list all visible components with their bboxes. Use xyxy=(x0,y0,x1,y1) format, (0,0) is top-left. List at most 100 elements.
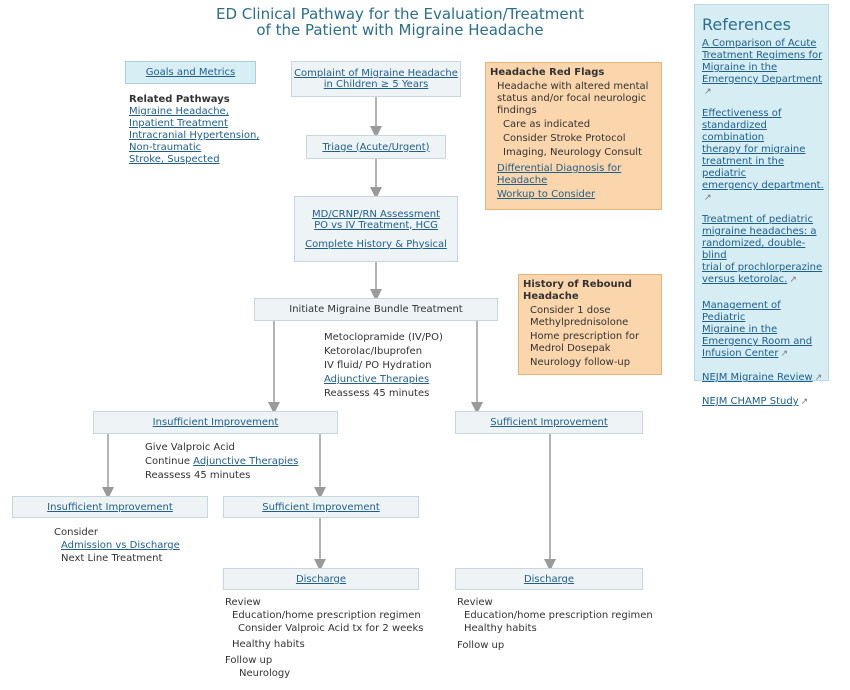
rebound-i3: Home prescription for xyxy=(530,331,640,342)
reference-4-l4-wrap[interactable]: Infusion Center↗ xyxy=(702,348,826,360)
rebound-content: History of Rebound Headache Consider 1 d… xyxy=(523,279,639,369)
goals-metrics-link[interactable]: Goals and Metrics xyxy=(145,67,236,78)
related-link-ih-l1[interactable]: Intracranial Hypertension, xyxy=(129,130,260,141)
review-right-followup: Follow up xyxy=(457,640,505,651)
assessment-box[interactable]: MD/CRNP/RN Assessment PO vs IV Treatment… xyxy=(294,196,458,262)
external-link-icon[interactable]: ↗ xyxy=(789,275,797,285)
review-left: Review Education/home prescription regim… xyxy=(225,596,423,680)
reference-4-l1[interactable]: Management of Pediatric xyxy=(702,300,781,323)
reference-4[interactable]: Management of Pediatric Migraine in the … xyxy=(702,300,826,360)
red-flags-p3: findings xyxy=(497,105,537,116)
differential-diagnosis-link-l2[interactable]: Headache xyxy=(497,175,548,186)
rebound-i5: Neurology follow-up xyxy=(530,357,631,368)
reference-3-l5-wrap[interactable]: versus ketorolac.↗ xyxy=(702,274,826,286)
complaint-box[interactable]: Complaint of Migraine Headache in Childr… xyxy=(291,61,461,97)
reference-6-link[interactable]: NEJM CHAMP Study xyxy=(702,396,799,407)
sufficient-improvement-box-2[interactable]: Sufficient Improvement xyxy=(223,496,419,518)
discharge-box-right[interactable]: Discharge xyxy=(455,568,643,590)
reference-2-l1[interactable]: Effectiveness of xyxy=(702,108,782,119)
discharge-box-left[interactable]: Discharge xyxy=(223,568,419,590)
reference-5[interactable]: NEJM Migraine Review↗ xyxy=(702,372,826,384)
next-line-treatment: Next Line Treatment xyxy=(61,553,163,564)
red-flags-panel: Headache Red Flags Headache with altered… xyxy=(485,62,662,210)
reference-3-l2[interactable]: migraine headaches: a xyxy=(702,226,817,237)
bundle-box: Initiate Migraine Bundle Treatment xyxy=(254,298,498,321)
reference-6[interactable]: NEJM CHAMP Study↗ xyxy=(702,396,826,408)
reference-3-l1[interactable]: Treatment of pediatric xyxy=(702,214,813,225)
review-right: Review Education/home prescription regim… xyxy=(457,596,653,652)
reference-1-l2[interactable]: Treatment Regimens for xyxy=(702,50,823,61)
reference-3-l3[interactable]: randomized, double-blind xyxy=(702,238,806,261)
insufficient-improvement-link[interactable]: Insufficient Improvement xyxy=(152,417,279,428)
consider-text: Consider Admission vs Discharge Next Lin… xyxy=(54,526,180,565)
consider-label: Consider xyxy=(54,527,99,538)
red-flags-stroke: Consider Stroke Protocol xyxy=(503,133,626,144)
title-line-2: of the Patient with Migraine Headache xyxy=(256,21,544,39)
rebound-i2: Methylprednisolone xyxy=(530,317,629,328)
adjunctive-therapies-link[interactable]: Adjunctive Therapies xyxy=(324,374,430,385)
reference-2-l2[interactable]: standardized combination xyxy=(702,120,767,143)
reference-2-l3[interactable]: therapy for migraine xyxy=(702,144,806,155)
discharge-link-left[interactable]: Discharge xyxy=(295,573,347,585)
continue-adjunctive: Continue Adjunctive Therapies xyxy=(145,455,298,469)
triage-box[interactable]: Triage (Acute/Urgent) xyxy=(306,135,446,159)
discharge-link-right[interactable]: Discharge xyxy=(523,573,575,585)
reassess-45-2: Reassess 45 minutes xyxy=(145,470,251,481)
reference-list: A Comparison of Acute Treatment Regimens… xyxy=(702,38,826,408)
reference-1-l3[interactable]: Migraine in the xyxy=(702,62,778,73)
reference-2[interactable]: Effectiveness of standardized combinatio… xyxy=(702,108,826,204)
insufficient-improvement-box-2[interactable]: Insufficient Improvement xyxy=(12,496,208,518)
triage-link[interactable]: Triage (Acute/Urgent) xyxy=(322,141,430,153)
external-link-icon[interactable]: ↗ xyxy=(704,193,712,203)
reference-3[interactable]: Treatment of pediatric migraine headache… xyxy=(702,214,826,286)
assessment-line-1[interactable]: MD/CRNP/RN Assessment xyxy=(311,208,441,220)
review-right-education: Education/home prescription regimen xyxy=(464,610,653,621)
reference-4-l2[interactable]: Migraine in the xyxy=(702,324,778,335)
reference-2-l5[interactable]: emergency department. xyxy=(702,180,824,191)
external-link-icon[interactable]: ↗ xyxy=(704,87,712,97)
external-link-icon[interactable]: ↗ xyxy=(814,373,823,383)
red-flags-content: Headache Red Flags Headache with altered… xyxy=(490,67,648,201)
continue-label: Continue xyxy=(145,456,190,467)
reference-5-link[interactable]: NEJM Migraine Review xyxy=(702,372,813,383)
goals-metrics-button[interactable]: Goals and Metrics xyxy=(125,61,256,84)
red-flags-p2: status and/or focal neurologic xyxy=(497,93,647,104)
review-left-label: Review xyxy=(225,597,261,608)
external-link-icon[interactable]: ↗ xyxy=(800,397,809,407)
related-link-migraine-l1[interactable]: Migraine Headache, xyxy=(129,106,229,117)
sufficient-improvement-link-2[interactable]: Sufficient Improvement xyxy=(262,501,380,513)
complaint-line-1[interactable]: Complaint of Migraine Headache xyxy=(294,68,458,79)
reference-4-l3[interactable]: Emergency Room and xyxy=(702,336,813,347)
external-link-icon[interactable]: ↗ xyxy=(780,349,788,359)
med-ketorolac: Ketorolac/Ibuprofen xyxy=(324,346,423,357)
related-link-migraine-l2[interactable]: Inpatient Treatment xyxy=(129,118,228,129)
reference-4-l4[interactable]: Infusion Center xyxy=(702,348,779,359)
adjunctive-therapies-link-2[interactable]: Adjunctive Therapies xyxy=(193,456,299,467)
review-left-valproic: Consider Valproic Acid tx for 2 weeks xyxy=(238,623,424,634)
sufficient-improvement-link[interactable]: Sufficient Improvement xyxy=(490,417,608,428)
rebound-title-1: History of Rebound xyxy=(523,279,632,290)
reference-3-l4[interactable]: trial of prochlorperazine xyxy=(702,262,823,273)
differential-diagnosis-link-l1[interactable]: Differential Diagnosis for xyxy=(497,163,622,174)
review-left-followup: Follow up xyxy=(225,655,273,666)
insufficient-improvement-link-2[interactable]: Insufficient Improvement xyxy=(47,501,173,513)
admission-vs-discharge-link[interactable]: Admission vs Discharge xyxy=(61,540,180,551)
assessment-line-3[interactable]: Complete History & Physical xyxy=(305,238,447,250)
reference-1[interactable]: A Comparison of Acute Treatment Regimens… xyxy=(702,38,826,98)
med-metoclopramide: Metoclopramide (IV/PO) xyxy=(324,332,443,343)
workup-link[interactable]: Workup to Consider xyxy=(497,189,596,200)
related-link-stroke[interactable]: Stroke, Suspected xyxy=(129,154,220,165)
page-title: ED Clinical Pathway for the Evaluation/T… xyxy=(180,6,620,38)
assessment-line-2[interactable]: PO vs IV Treatment, HCG xyxy=(314,219,438,231)
complaint-line-2[interactable]: in Children ≥ 5 Years xyxy=(323,79,429,90)
reference-1-l1[interactable]: A Comparison of Acute xyxy=(702,38,817,49)
med-hydration: IV fluid/ PO Hydration xyxy=(324,360,432,371)
reference-2-l4[interactable]: treatment in the pediatric xyxy=(702,156,785,179)
sufficient-improvement-box[interactable]: Sufficient Improvement xyxy=(455,411,643,434)
reference-1-l4[interactable]: Emergency Department xyxy=(702,74,823,85)
insufficient-improvement-box[interactable]: Insufficient Improvement xyxy=(93,411,338,434)
related-link-ih-l2[interactable]: Non-traumatic xyxy=(129,142,202,153)
red-flags-imaging: Imaging, Neurology Consult xyxy=(503,147,642,158)
reference-3-l5[interactable]: versus ketorolac. xyxy=(702,274,788,285)
